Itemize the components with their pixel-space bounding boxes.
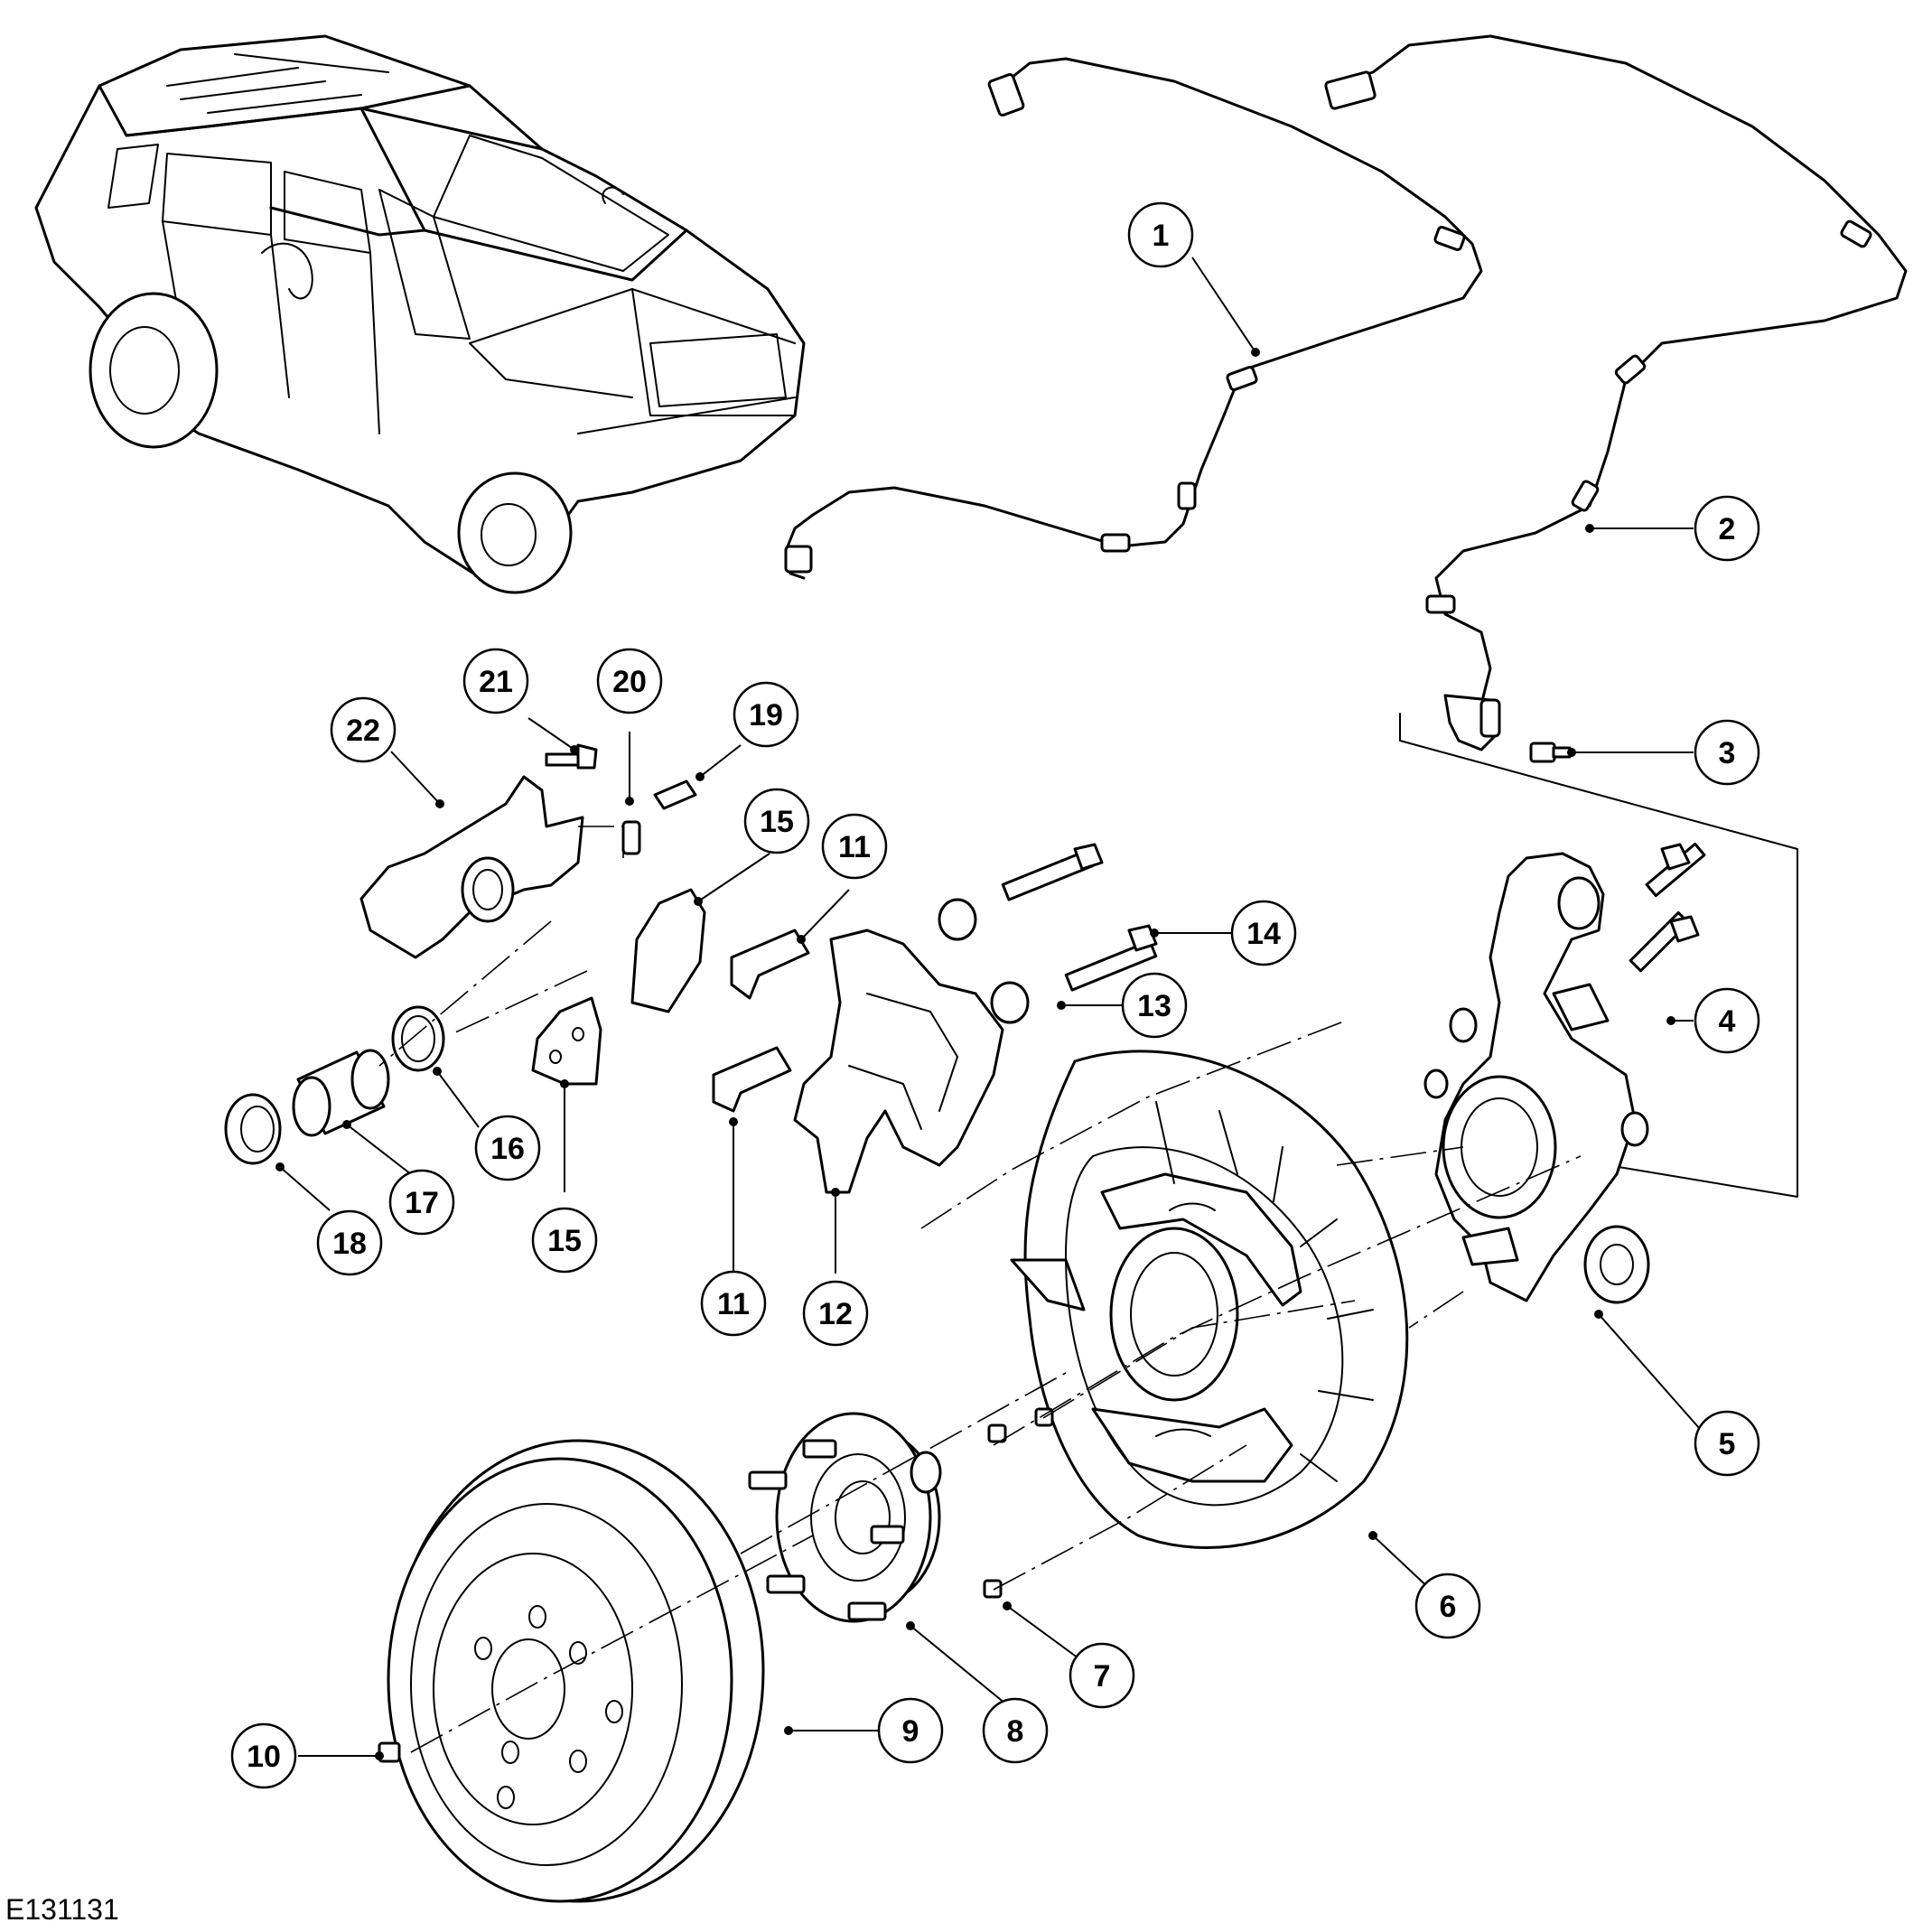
callout-anchor-dots bbox=[275, 348, 1675, 1760]
svg-text:2: 2 bbox=[1719, 512, 1736, 546]
backing-plate bbox=[1010, 1050, 1409, 1549]
svg-text:14: 14 bbox=[1246, 917, 1281, 951]
leader-lines bbox=[279, 257, 1701, 1757]
callout-2: 2 bbox=[1694, 495, 1760, 562]
sensor-bolt bbox=[1529, 742, 1572, 763]
callout-5: 5 bbox=[1694, 1410, 1760, 1477]
svg-text:16: 16 bbox=[490, 1132, 525, 1166]
figure-code: E131131 bbox=[5, 1893, 119, 1926]
brake-disc bbox=[387, 1439, 765, 1903]
svg-text:17: 17 bbox=[405, 1186, 439, 1220]
caliper-guide-pin-bolt-lower bbox=[621, 820, 641, 855]
svg-text:11: 11 bbox=[838, 830, 871, 864]
callout-14: 14 bbox=[1230, 900, 1297, 966]
knuckle-bolt-lower bbox=[1629, 910, 1700, 973]
hub-knuckle bbox=[1423, 852, 1650, 1304]
wheel-speed-sensor-harness-1 bbox=[784, 57, 1483, 580]
wheel-speed-sensor bbox=[1443, 694, 1501, 751]
svg-text:15: 15 bbox=[760, 805, 794, 839]
callout-7: 7 bbox=[1069, 1642, 1135, 1709]
brake-pad-inner bbox=[531, 996, 602, 1086]
svg-text:19: 19 bbox=[749, 698, 783, 733]
svg-text:3: 3 bbox=[1719, 736, 1736, 770]
brake-pad-outer bbox=[630, 888, 706, 1013]
callout-19: 19 bbox=[733, 681, 799, 748]
callout-9: 9 bbox=[877, 1697, 944, 1764]
caliper-piston bbox=[292, 1049, 390, 1137]
callout-21: 21 bbox=[462, 648, 529, 714]
backing-plate-bolt bbox=[983, 1407, 1054, 1599]
svg-text:21: 21 bbox=[479, 665, 513, 699]
wheel-speed-sensor-harness-2 bbox=[1324, 34, 1908, 706]
callout-18: 18 bbox=[316, 1209, 383, 1276]
svg-text:4: 4 bbox=[1719, 1004, 1736, 1039]
svg-text:15: 15 bbox=[547, 1224, 582, 1258]
piston-dust-boot bbox=[224, 1093, 282, 1165]
svg-text:10: 10 bbox=[247, 1740, 281, 1774]
callout-11-upper: 11 bbox=[821, 813, 888, 880]
svg-text:1: 1 bbox=[1153, 219, 1170, 253]
svg-text:13: 13 bbox=[1137, 989, 1171, 1023]
caliper-carrier bbox=[793, 929, 1004, 1194]
callout-3: 3 bbox=[1694, 719, 1760, 786]
callout-8: 8 bbox=[982, 1697, 1049, 1764]
svg-text:20: 20 bbox=[612, 665, 647, 699]
callout-11-lower: 11 bbox=[700, 1270, 767, 1337]
callout-13: 13 bbox=[1121, 972, 1188, 1039]
svg-text:18: 18 bbox=[332, 1227, 367, 1261]
callout-20: 20 bbox=[596, 648, 663, 714]
callout-10: 10 bbox=[230, 1722, 297, 1789]
pad-clip-lower bbox=[712, 1046, 792, 1113]
caliper-bleed-nipple bbox=[653, 779, 697, 810]
callout-6: 6 bbox=[1414, 1573, 1481, 1639]
svg-text:7: 7 bbox=[1094, 1659, 1111, 1694]
sensor-assembly-bracket-line bbox=[1399, 713, 1798, 1198]
callout-4: 4 bbox=[1694, 987, 1760, 1054]
knuckle-bolt-upper bbox=[1645, 842, 1706, 898]
svg-text:9: 9 bbox=[902, 1714, 919, 1749]
svg-text:5: 5 bbox=[1719, 1427, 1736, 1461]
svg-text:6: 6 bbox=[1440, 1590, 1457, 1624]
carrier-bolt-upper bbox=[938, 843, 1104, 941]
callout-17: 17 bbox=[388, 1169, 455, 1236]
pad-clip-upper bbox=[730, 929, 810, 1000]
vehicle-illustration bbox=[34, 34, 806, 594]
callout-16: 16 bbox=[474, 1115, 541, 1181]
svg-text:12: 12 bbox=[818, 1297, 853, 1331]
svg-text:11: 11 bbox=[717, 1287, 750, 1321]
brake-caliper-housing bbox=[359, 775, 584, 959]
hub-assembly bbox=[748, 1412, 942, 1623]
callout-1: 1 bbox=[1127, 201, 1194, 268]
caliper-guide-pin-bolt bbox=[545, 743, 598, 770]
callout-15-upper: 15 bbox=[743, 788, 810, 854]
svg-text:8: 8 bbox=[1007, 1714, 1024, 1749]
piston-seal bbox=[391, 1005, 445, 1072]
callout-15-lower: 15 bbox=[531, 1207, 598, 1274]
carrier-bolt-lower bbox=[990, 924, 1158, 1024]
callout-12: 12 bbox=[802, 1280, 869, 1347]
svg-text:22: 22 bbox=[346, 714, 380, 748]
assembly-centre-lines bbox=[378, 826, 1582, 1753]
callout-22: 22 bbox=[330, 696, 397, 763]
